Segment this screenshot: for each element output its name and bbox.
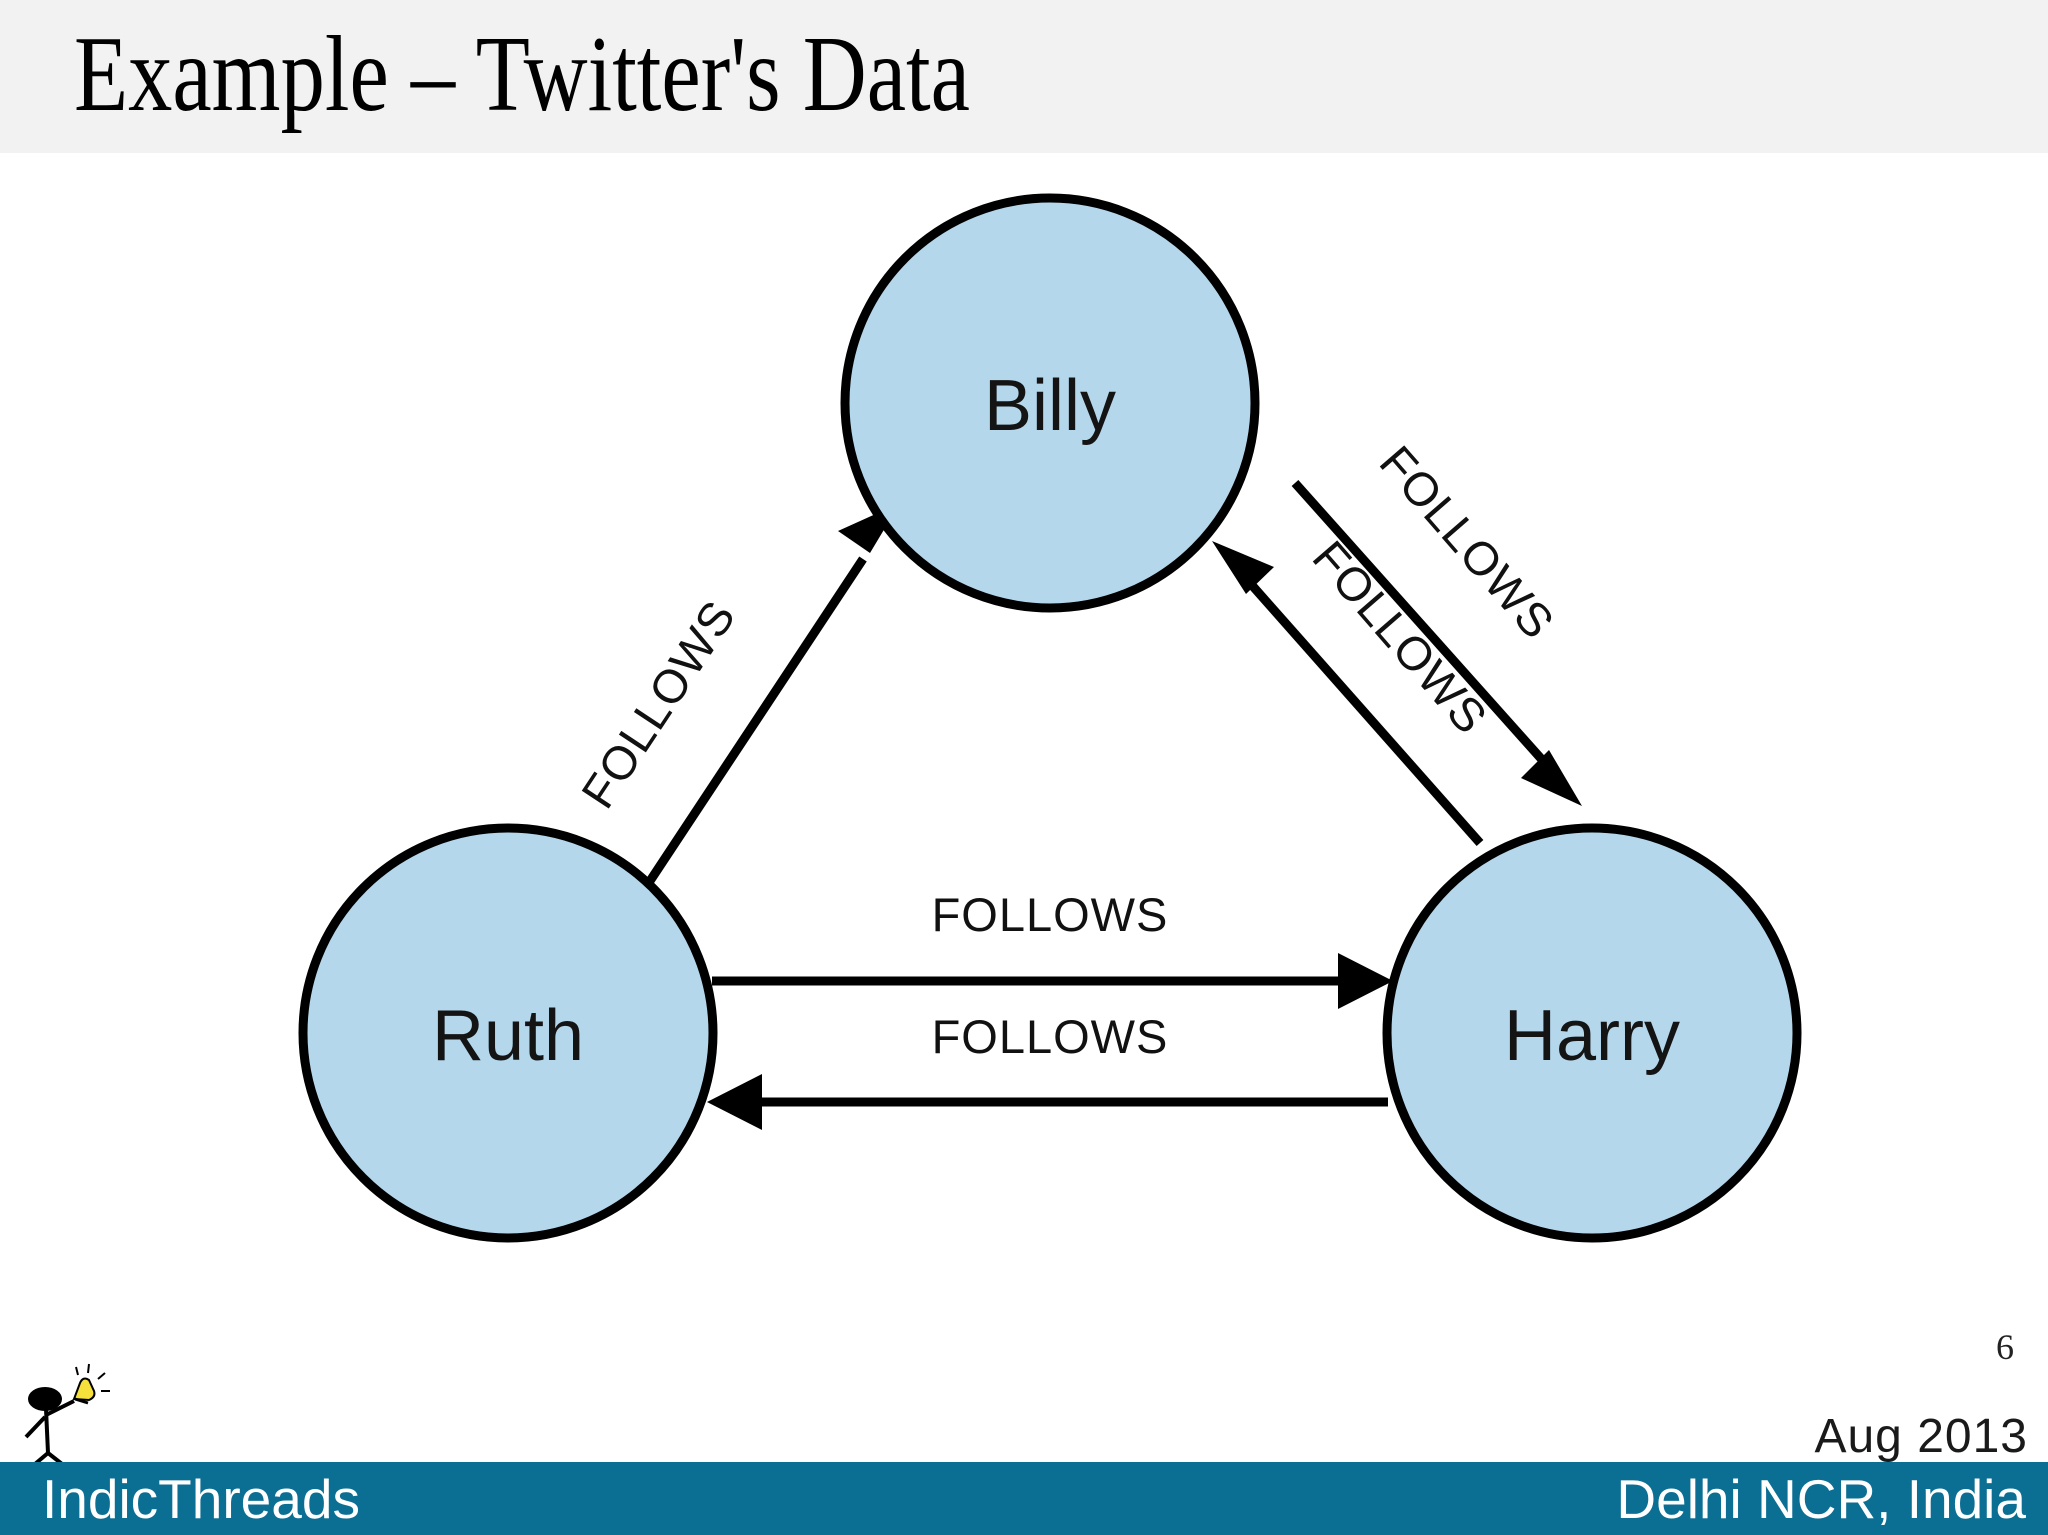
edge-harry-to-ruth: FOLLOWS bbox=[707, 1010, 1388, 1130]
footer-bar: IndicThreads Delhi NCR, India bbox=[0, 1462, 2048, 1535]
stick-figure-arm-up bbox=[45, 1399, 75, 1417]
page-number: 6 bbox=[1996, 1327, 2014, 1367]
arrowhead-to-harry-from-ruth bbox=[1338, 953, 1393, 1009]
lightbulb-base bbox=[74, 1397, 89, 1405]
edge-line-harry-billy bbox=[1246, 580, 1484, 846]
graph-svg: FOLLOWS FOLLOWS FOLLOWS FOLLOWS bbox=[298, 193, 1802, 1243]
page-title: Example – Twitter's Data bbox=[74, 15, 970, 134]
node-label-harry: Harry bbox=[1504, 996, 1680, 1076]
edge-billy-to-harry: FOLLOWS bbox=[1291, 435, 1582, 806]
lightbulb-ray-2 bbox=[87, 1363, 90, 1374]
edge-ruth-to-billy: FOLLOWS bbox=[571, 503, 900, 887]
footer-brand: IndicThreads bbox=[42, 1467, 360, 1530]
node-circle-billy[interactable] bbox=[840, 193, 1260, 613]
stick-figure-arm-down bbox=[24, 1415, 47, 1439]
stick-figure-body bbox=[44, 1408, 50, 1454]
edge-ruth-to-harry: FOLLOWS bbox=[712, 888, 1393, 1009]
node-harry[interactable]: Harry bbox=[1382, 823, 1802, 1243]
node-ruth[interactable]: Ruth bbox=[298, 823, 718, 1243]
edge-label-harry-ruth: FOLLOWS bbox=[932, 1010, 1169, 1063]
lightbulb-ray-3 bbox=[97, 1372, 106, 1380]
edge-line-billy-harry bbox=[1291, 480, 1549, 766]
edge-harry-to-billy: FOLLOWS bbox=[1212, 530, 1498, 846]
node-label-ruth: Ruth bbox=[432, 996, 584, 1076]
node-circle-harry[interactable] bbox=[1382, 823, 1802, 1243]
lightbulb-glass bbox=[72, 1377, 96, 1402]
stick-figure-head bbox=[28, 1387, 62, 1411]
edge-label-ruth-harry: FOLLOWS bbox=[932, 888, 1169, 941]
graph-diagram: FOLLOWS FOLLOWS FOLLOWS FOLLOWS bbox=[0, 153, 2048, 1333]
stick-figure-lightbulb-icon bbox=[24, 1363, 110, 1464]
arrowhead-to-ruth-from-harry bbox=[707, 1074, 762, 1130]
arrowhead-to-harry-from-billy bbox=[1521, 750, 1582, 806]
event-date: Aug 2013 bbox=[1814, 1410, 2028, 1463]
footer-location: Delhi NCR, India bbox=[1616, 1467, 2026, 1530]
lightbulb-ray-1 bbox=[75, 1366, 79, 1376]
node-circle-ruth[interactable] bbox=[298, 823, 718, 1243]
node-billy[interactable]: Billy bbox=[840, 193, 1260, 613]
node-label-billy: Billy bbox=[984, 366, 1116, 446]
arrowhead-to-billy-from-harry bbox=[1212, 541, 1274, 594]
title-band: Example – Twitter's Data bbox=[0, 0, 2048, 153]
edge-line-ruth-billy bbox=[644, 556, 867, 887]
